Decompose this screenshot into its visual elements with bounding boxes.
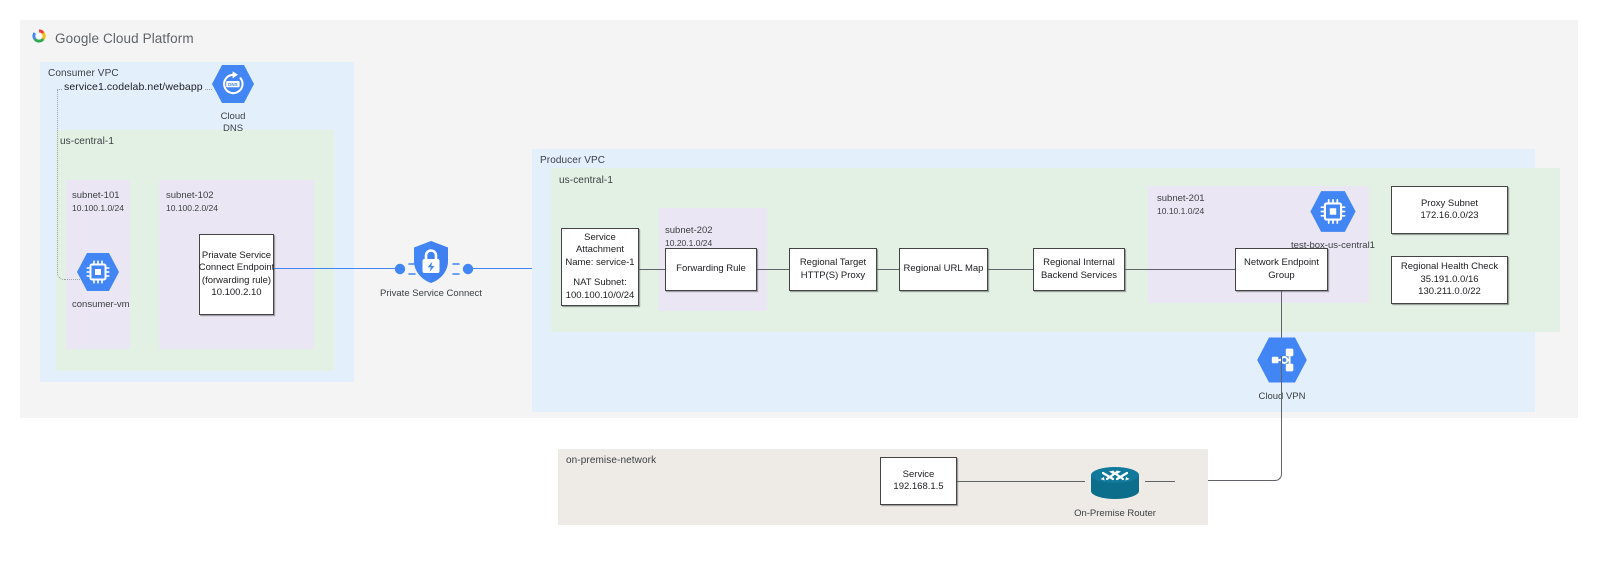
test-box-label: test-box-us-central1 [1291, 240, 1375, 251]
service-attachment-line2: Attachment [575, 244, 625, 256]
dns-path-corner [57, 90, 65, 280]
target-proxy-line2: HTTP(S) Proxy [800, 269, 866, 281]
backend-services-line2: Backend Services [1040, 269, 1118, 281]
subnet-202-cidr: 10.20.1.0/24 [665, 238, 713, 248]
target-proxy-line1: Regional Target [799, 257, 867, 268]
psc-endpoint-box[interactable]: Priavate Service Connect Endpoint (forwa… [199, 234, 274, 315]
compute-engine-vm-icon [77, 253, 119, 291]
subnet-101-caption: subnet-101 10.100.1.0/24 [72, 190, 124, 214]
regional-backend-services-box[interactable]: Regional Internal Backend Services [1033, 248, 1125, 291]
on-premise-router-node[interactable]: On-Premise Router [1074, 461, 1156, 520]
onprem-service-line1: Service [902, 468, 935, 480]
link-forwarding-proxy [757, 269, 789, 270]
regional-health-check-box[interactable]: Regional Health Check 35.191.0.0/16 130.… [1391, 256, 1508, 304]
psc-endpoint-line2: Connect Endpoint [198, 262, 275, 273]
link-urlmap-backend [988, 269, 1033, 270]
cloud-vpn-icon [1257, 337, 1307, 383]
dns-hostname-label: service1.codelab.net/webapp [62, 81, 205, 93]
link-proxy-urlmap [877, 269, 899, 270]
health-check-line2: 35.191.0.0/16 [1420, 273, 1479, 285]
test-box-vm-node[interactable]: test-box-us-central1 [1291, 190, 1375, 252]
private-service-connect-shield-icon [414, 241, 448, 283]
link-service-router [957, 481, 1085, 482]
consumer-vm-label: consumer-vm [72, 299, 130, 310]
subnet-102-caption: subnet-102 10.100.2.0/24 [166, 190, 218, 214]
regional-target-proxy-box[interactable]: Regional Target HTTP(S) Proxy [789, 248, 877, 291]
service-attachment-line1: Service [584, 231, 616, 243]
url-map-label: Regional URL Map [903, 263, 984, 275]
onprem-service-box[interactable]: Service 192.168.1.5 [880, 457, 957, 505]
cloud-vpn-node[interactable]: Cloud VPN [1255, 336, 1309, 403]
svg-text:DNS: DNS [228, 82, 238, 87]
subnet-101-cidr: 10.100.1.0/24 [72, 203, 124, 213]
subnet-201-caption: subnet-201 10.10.1.0/24 [1157, 193, 1205, 217]
forwarding-rule-label: Forwarding Rule [676, 263, 746, 275]
private-service-connect-node[interactable] [406, 238, 456, 291]
producer-vpc-label: Producer VPC [540, 155, 606, 166]
cloud-dns-label-line2: DNS [222, 123, 244, 134]
service-attachment-line4: NAT Subnet: [573, 277, 627, 289]
neg-line1: Network Endpoint [1244, 257, 1319, 268]
on-premise-network-label: on-premise-network [566, 455, 657, 466]
psc-link-right [464, 268, 562, 270]
proxy-subnet-line1: Proxy Subnet [1420, 197, 1479, 209]
google-cloud-logo-icon [30, 27, 48, 50]
private-service-connect-label: Private Service Connect [380, 288, 482, 299]
psc-endpoint-line1: Priavate Service [201, 249, 272, 261]
service-attachment-box[interactable]: Service Attachment Name: service-1 NAT S… [561, 228, 639, 306]
on-premise-router-label: On-Premise Router [1074, 508, 1156, 519]
psc-link-connectors [394, 263, 474, 275]
producer-region-label: us-central-1 [559, 175, 613, 186]
cloud-dns-node[interactable]: DNS Cloud DNS [206, 64, 260, 135]
subnet-202-name: subnet-202 [665, 225, 713, 236]
proxy-subnet-line2: 172.16.0.0/23 [1420, 210, 1479, 221]
consumer-region-label: us-central-1 [60, 136, 114, 147]
link-attachment-forwarding [639, 269, 665, 270]
subnet-201-name: subnet-201 [1157, 193, 1205, 204]
subnet-201-cidr: 10.10.1.0/24 [1157, 206, 1205, 216]
link-backend-neg [1125, 269, 1235, 270]
cloud-dns-icon: DNS [212, 65, 254, 103]
router-icon [1091, 467, 1139, 499]
google-cloud-platform-header: Google Cloud Platform [30, 27, 194, 50]
cloud-dns-label-line1: Cloud [220, 111, 246, 122]
onprem-service-line2: 192.168.1.5 [893, 481, 944, 492]
neg-line2: Group [1268, 269, 1295, 281]
psc-endpoint-line4: 10.100.2.10 [211, 287, 262, 298]
consumer-vpc-label: Consumer VPC [48, 68, 119, 79]
health-check-line3: 130.211.0.0/22 [1418, 286, 1481, 298]
service-attachment-line3: Name: service-1 [565, 256, 635, 268]
backend-services-line1: Regional Internal [1043, 257, 1115, 268]
network-endpoint-group-box[interactable]: Network Endpoint Group [1235, 248, 1328, 291]
forwarding-rule-box[interactable]: Forwarding Rule [665, 248, 757, 291]
subnet-102-cidr: 10.100.2.0/24 [166, 203, 218, 213]
link-neg-vpn [1281, 291, 1282, 338]
compute-engine-vm-icon [1310, 191, 1356, 232]
psc-endpoint-line3: (forwarding rule) [201, 274, 272, 286]
health-check-line1: Regional Health Check [1400, 261, 1499, 273]
link-vpn-router-corner [1173, 465, 1282, 481]
gcp-wordmark: Google Cloud Platform [55, 31, 194, 46]
subnet-202-caption: subnet-202 10.20.1.0/24 [665, 225, 713, 249]
link-router-vpn [1145, 481, 1175, 482]
proxy-subnet-box[interactable]: Proxy Subnet 172.16.0.0/23 [1391, 186, 1508, 234]
dns-path-to-vm [64, 279, 86, 280]
subnet-101-name: subnet-101 [72, 190, 120, 201]
subnet-102-name: subnet-102 [166, 190, 214, 201]
service-attachment-line5: 100.100.10/0/24 [565, 289, 635, 301]
consumer-vm-node[interactable]: consumer-vm [72, 252, 130, 311]
psc-link-left [274, 268, 398, 270]
cloud-vpn-label: Cloud VPN [1258, 391, 1306, 402]
link-vpn-down [1281, 356, 1282, 472]
regional-url-map-box[interactable]: Regional URL Map [899, 248, 988, 291]
